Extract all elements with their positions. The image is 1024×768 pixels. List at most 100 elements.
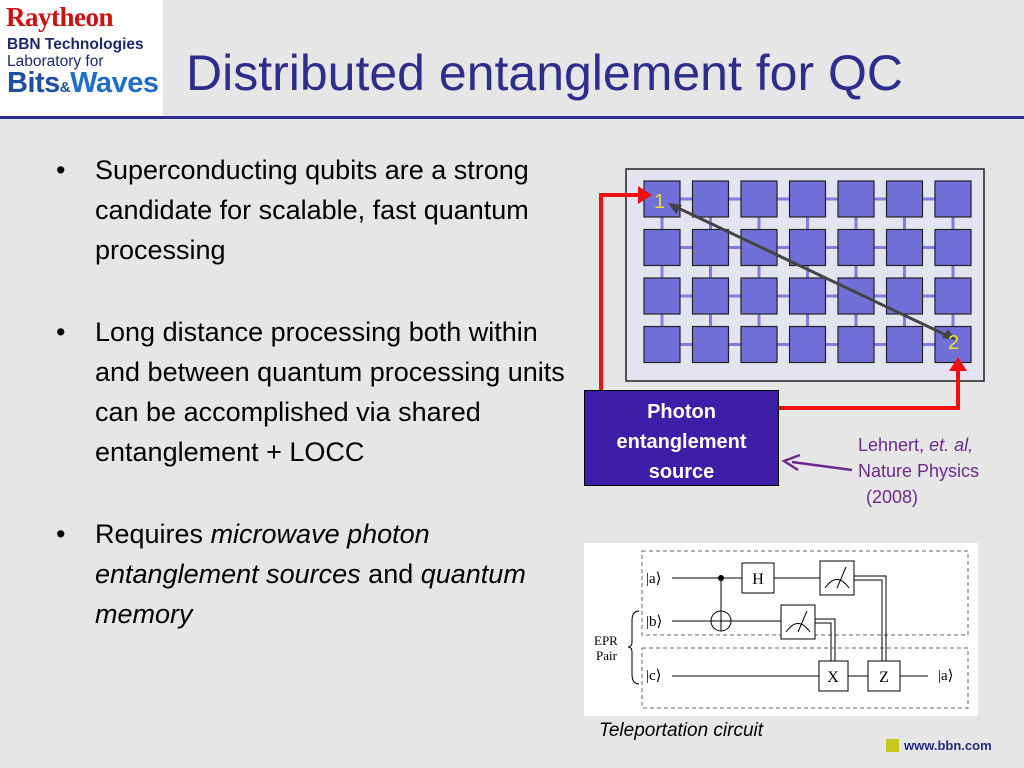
qubit-label-2: 2 <box>948 332 959 354</box>
classical-wire-a-2 <box>854 579 883 661</box>
bullet-item: • Requires microwave photon entanglement… <box>56 514 566 634</box>
x-gate-label: X <box>827 669 839 686</box>
bullet-emphasis: quantum memory <box>95 559 526 629</box>
qubit-cell <box>740 180 778 218</box>
h-gate <box>741 562 775 594</box>
qubit-cell <box>837 277 875 315</box>
qubit-cell <box>885 277 924 315</box>
qubit-cell <box>788 180 827 218</box>
qubit-cell <box>837 180 875 218</box>
z-gate-label: Z <box>879 669 889 686</box>
lattice-connectors <box>660 197 955 346</box>
epr-brace <box>627 610 640 685</box>
qubit-cell <box>934 277 972 315</box>
qubit-cell <box>788 228 827 267</box>
slide-title: Distributed entanglement for QC <box>186 45 904 101</box>
title-rule <box>0 116 1024 119</box>
qubit-cell <box>837 325 875 364</box>
link-arrowhead-2 <box>942 329 956 340</box>
bullet-emphasis: microwave photon entanglement sources <box>95 519 430 589</box>
qubit-cell <box>788 277 827 315</box>
circuit-diagram: |a⟩ |b⟩ |c⟩ |a⟩ EPR Pair H <box>594 550 969 709</box>
measure-meter-a <box>819 560 855 596</box>
logo-bits-waves: Bits&Waves <box>7 67 159 100</box>
qubit-cell <box>885 180 924 218</box>
logo-bbn: BBN Technologies <box>7 36 144 53</box>
meter-a-needle <box>836 566 847 589</box>
epr-label-2: Pair <box>596 648 618 663</box>
qubit-cell <box>740 325 778 364</box>
qubit-cell <box>691 277 730 315</box>
ket-c: |c⟩ <box>646 668 662 684</box>
classical-wire-b-2 <box>815 622 832 661</box>
z-gate <box>867 660 901 692</box>
meter-b-arc <box>785 623 811 633</box>
qubit-cell <box>643 180 681 218</box>
bullet-marker: • <box>56 155 66 185</box>
meter-a-arc <box>824 579 850 589</box>
qubit-label-1: 1 <box>654 191 665 213</box>
qubit-cell <box>643 277 681 315</box>
qubit-cell <box>691 325 730 364</box>
entanglement-link <box>675 205 949 338</box>
source-line-3: source <box>648 461 715 483</box>
logo-waves: Waves <box>70 67 159 99</box>
bullet-list: • Superconducting qubits are a strong ca… <box>56 150 566 676</box>
citation: Lehnert, et. al, Nature Physics (2008) <box>858 432 979 510</box>
qubit-cell <box>885 325 924 364</box>
logo-lab: Laboratory for <box>7 53 104 70</box>
photon-source-box: Photon entanglement source <box>584 390 779 486</box>
footer-url-text[interactable]: www.bbn.com <box>904 738 992 753</box>
epr-label-1: EPR <box>594 633 618 648</box>
qubit-cell <box>837 228 875 267</box>
h-gate-label: H <box>752 571 764 588</box>
source-line-1: Photon <box>647 401 716 423</box>
qubit-cell <box>691 180 730 218</box>
meter-b-needle <box>797 610 808 633</box>
qubit-cell <box>885 228 924 267</box>
qubit-cell <box>934 325 972 364</box>
bbn-logo: Raytheon BBN Technologies Laboratory for… <box>0 0 163 116</box>
logo-bits: Bits <box>7 67 60 99</box>
footer-url[interactable]: www.bbn.com <box>886 738 992 753</box>
circuit-dashed-box-bottom <box>641 647 969 709</box>
citation-arrow <box>791 460 853 472</box>
logo-raytheon: Raytheon <box>6 2 114 32</box>
source-line-2: entanglement <box>616 431 747 453</box>
bullet-marker: • <box>56 317 66 347</box>
citation-etal: et. al, <box>929 435 974 455</box>
bullet-text-mid: and <box>360 559 421 589</box>
teleportation-circuit: |a⟩ |b⟩ |c⟩ |a⟩ EPR Pair H <box>584 543 978 716</box>
red-arrowhead-1 <box>638 186 652 204</box>
qubit-cell <box>788 325 827 364</box>
classical-wire-a-1 <box>854 575 887 661</box>
bullet-text: Superconducting qubits are a strong cand… <box>95 155 529 265</box>
lattice-cells <box>643 180 972 364</box>
bullet-item: • Superconducting qubits are a strong ca… <box>56 150 566 270</box>
qubit-cell <box>643 228 681 267</box>
citation-journal: Nature Physics <box>858 461 980 481</box>
qubit-cell <box>643 325 681 364</box>
bullet-text-pre: Requires <box>95 519 211 549</box>
ket-a: |a⟩ <box>646 571 662 587</box>
qubit-cell <box>740 277 778 315</box>
qubit-cell <box>691 228 730 267</box>
bullet-marker: • <box>56 519 66 549</box>
qubit-cell <box>934 180 972 218</box>
ket-b: |b⟩ <box>646 614 662 630</box>
link-arrowhead-1 <box>668 203 682 214</box>
circuit-dashed-box-top <box>641 550 969 636</box>
bullet-item: • Long distance processing both within a… <box>56 312 566 472</box>
x-gate <box>818 660 849 692</box>
classical-wire-b-1 <box>815 618 836 661</box>
qubit-cell <box>934 228 972 267</box>
red-arrow-to-qubit-2 <box>779 368 960 410</box>
citation-arrowhead <box>781 453 801 472</box>
ket-output: |a⟩ <box>938 668 954 684</box>
red-arrow-to-qubit-1 <box>599 193 642 398</box>
measure-meter-b <box>780 604 816 640</box>
logo-amp: & <box>59 79 71 96</box>
citation-author: Lehnert, <box>858 435 930 455</box>
footer-square-icon <box>886 739 899 752</box>
